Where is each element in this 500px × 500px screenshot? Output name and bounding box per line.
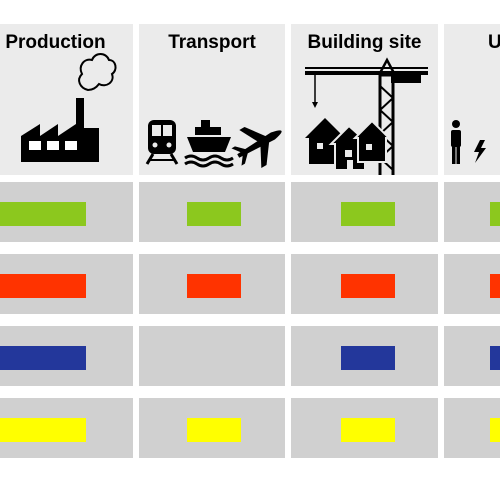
matrix-cell-transport-blue: [139, 326, 285, 386]
green-bar: [0, 202, 86, 226]
electricity-icon: [474, 140, 486, 163]
column-header-transport: Transport: [139, 24, 285, 175]
yellow-bar: [187, 418, 241, 442]
yellow-bar: [490, 418, 500, 442]
matrix-cell-building-site-yellow: [291, 398, 438, 458]
matrix-cell-transport-yellow: [139, 398, 285, 458]
red-bar: [187, 274, 241, 298]
person-icon: [451, 120, 461, 164]
column-header-use: U: [444, 24, 500, 175]
houses-icon: [305, 118, 392, 171]
red-bar: [341, 274, 395, 298]
blue-bar: [341, 346, 395, 370]
matrix-cell-transport-red: [139, 254, 285, 314]
matrix-cell-use-blue: [444, 326, 500, 386]
green-bar: [187, 202, 241, 226]
matrix-cell-building-site-blue: [291, 326, 438, 386]
column-header-production: Production: [0, 24, 133, 175]
yellow-bar: [0, 418, 86, 442]
yellow-bar: [341, 418, 395, 442]
red-bar: [490, 274, 500, 298]
train-icon: [145, 120, 179, 165]
blue-bar: [490, 346, 500, 370]
column-title: Transport: [168, 32, 256, 53]
matrix-cell-production-red: [0, 254, 133, 314]
airplane-icon: [231, 126, 282, 169]
red-bar: [0, 274, 86, 298]
blue-bar: [0, 346, 86, 370]
column-title: U: [488, 32, 500, 53]
matrix-cell-production-green: [0, 182, 133, 242]
green-bar: [341, 202, 395, 226]
matrix-cell-production-yellow: [0, 398, 133, 458]
column-header-building-site: Building site: [291, 24, 438, 175]
matrix-cell-use-green: [444, 182, 500, 242]
factory-icon: [21, 53, 117, 162]
column-title: Building site: [307, 32, 422, 53]
green-bar: [490, 202, 500, 226]
matrix-cell-use-yellow: [444, 398, 500, 458]
column-title: Production: [5, 32, 106, 53]
ship-icon: [184, 120, 234, 168]
matrix-cell-use-red: [444, 254, 500, 314]
matrix-cell-building-site-green: [291, 182, 438, 242]
matrix-cell-building-site-red: [291, 254, 438, 314]
matrix-cell-transport-green: [139, 182, 285, 242]
matrix-cell-production-blue: [0, 326, 133, 386]
